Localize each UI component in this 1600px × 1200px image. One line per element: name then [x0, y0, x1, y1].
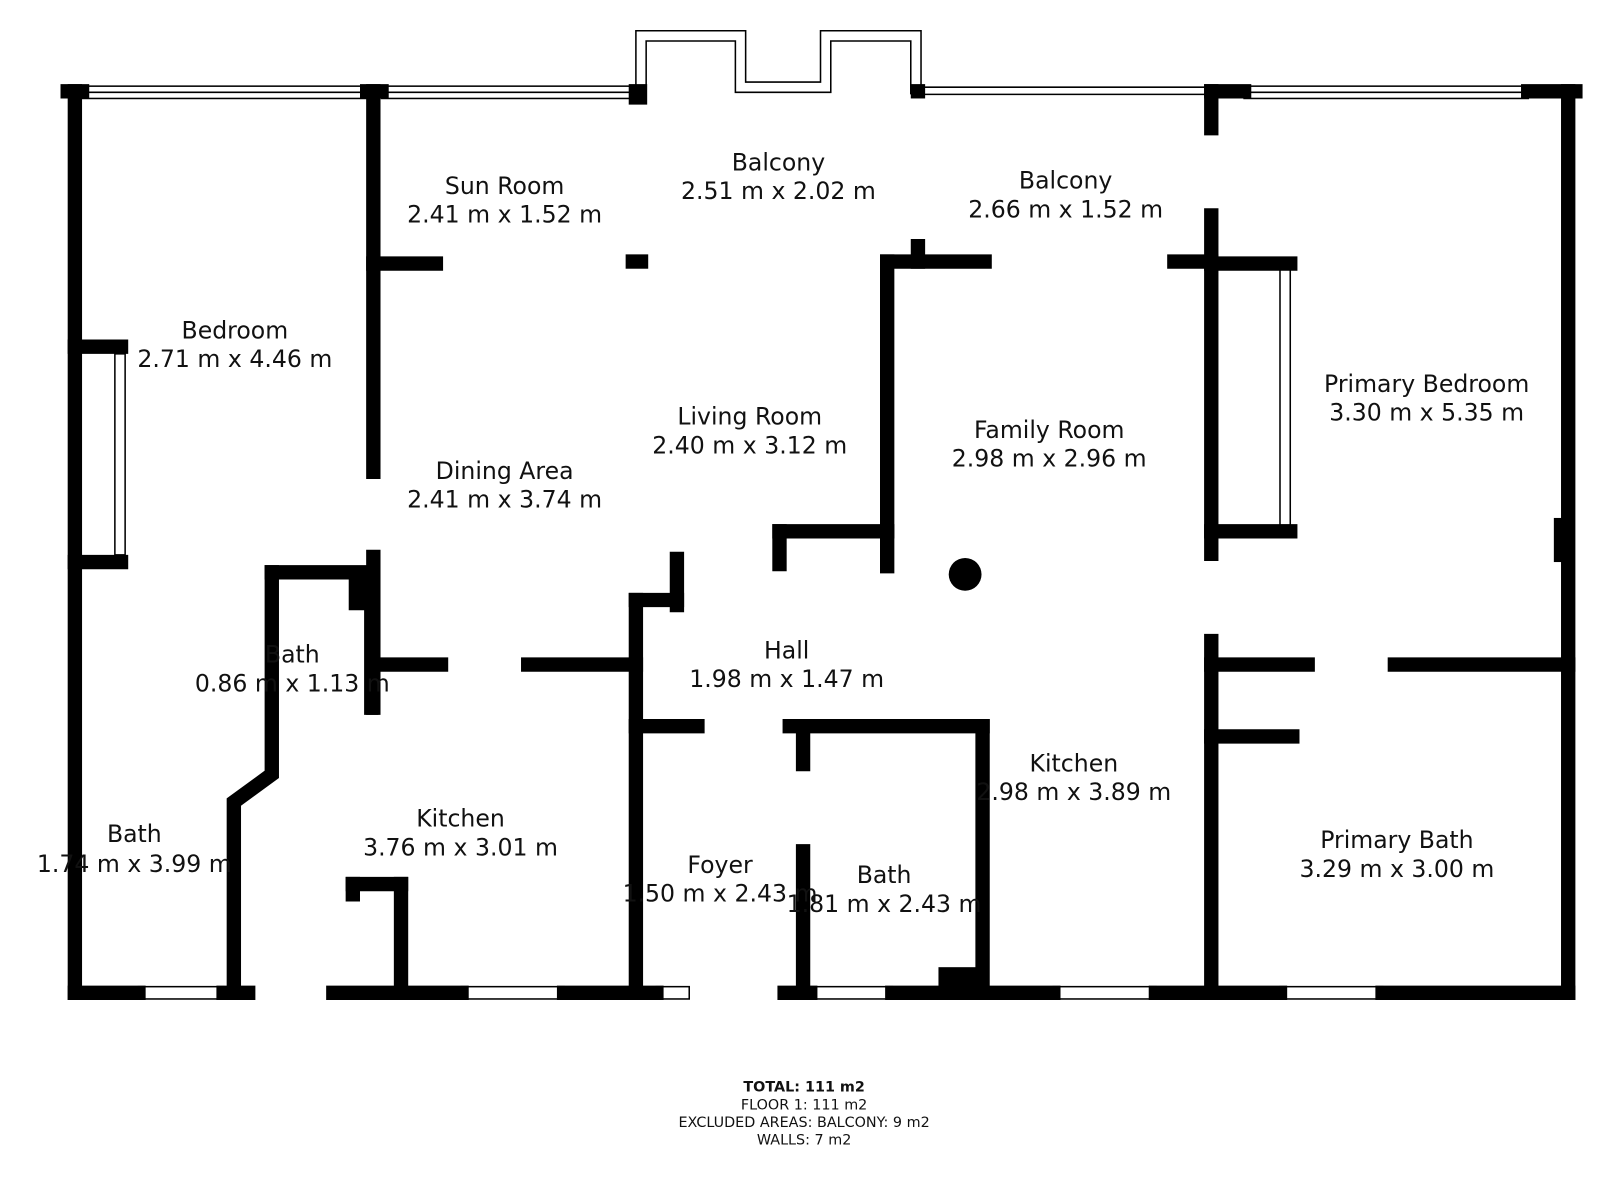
- room-name: Balcony: [1019, 167, 1113, 195]
- room-name: Family Room: [974, 416, 1125, 444]
- room-size: 3.76 m x 3.01 m: [363, 833, 558, 861]
- floor-area: FLOOR 1: 111 m2: [741, 1098, 867, 1114]
- room-size: 1.74 m x 3.99 m: [37, 850, 232, 878]
- area-summary: TOTAL: 111 m2 FLOOR 1: 111 m2 EXCLUDED A…: [678, 1079, 929, 1148]
- room-name: Dining Area: [436, 457, 574, 485]
- room-name: Primary Bath: [1320, 826, 1473, 854]
- room-name: Bath: [107, 820, 162, 848]
- room-size: 3.30 m x 5.35 m: [1329, 399, 1524, 427]
- room-labels: Bedroom 2.71 m x 4.46 m Sun Room 2.41 m …: [37, 148, 1529, 918]
- room-size: 0.86 m x 1.13 m: [195, 669, 390, 697]
- room-name: Balcony: [732, 148, 826, 176]
- room-name: Primary Bedroom: [1324, 370, 1529, 398]
- room-size: 2.41 m x 3.74 m: [407, 486, 602, 514]
- room-size: 2.66 m x 1.52 m: [968, 195, 1163, 223]
- room-name: Hall: [764, 636, 809, 664]
- room-size: 1.50 m x 2.43 m: [623, 880, 818, 908]
- room-size: 3.29 m x 3.00 m: [1299, 855, 1494, 883]
- balcony-outline: [635, 29, 922, 95]
- room-name: Kitchen: [1030, 749, 1119, 777]
- room-size: 1.98 m x 1.47 m: [689, 665, 884, 693]
- room-size: 2.98 m x 3.89 m: [976, 778, 1171, 806]
- room-size: 1.81 m x 2.43 m: [787, 890, 982, 918]
- room-size: 2.40 m x 3.12 m: [652, 431, 847, 459]
- room-name: Kitchen: [416, 805, 505, 833]
- walls-area: WALLS: 7 m2: [757, 1133, 851, 1149]
- room-size: 2.51 m x 2.02 m: [681, 177, 876, 205]
- room-name: Foyer: [687, 851, 753, 879]
- room-name: Bath: [857, 861, 912, 889]
- room-size: 2.98 m x 2.96 m: [952, 445, 1147, 473]
- total-area: TOTAL: 111 m2: [743, 1079, 864, 1095]
- walls: [60, 84, 1583, 1000]
- column: [948, 557, 982, 591]
- room-name: Sun Room: [445, 172, 565, 200]
- room-name: Living Room: [677, 403, 822, 431]
- excluded-area: EXCLUDED AREAS: BALCONY: 9 m2: [678, 1115, 929, 1131]
- room-size: 2.71 m x 4.46 m: [137, 345, 332, 373]
- room-size: 2.41 m x 1.52 m: [407, 201, 602, 229]
- room-name: Bath: [265, 641, 320, 669]
- room-name: Bedroom: [182, 316, 289, 344]
